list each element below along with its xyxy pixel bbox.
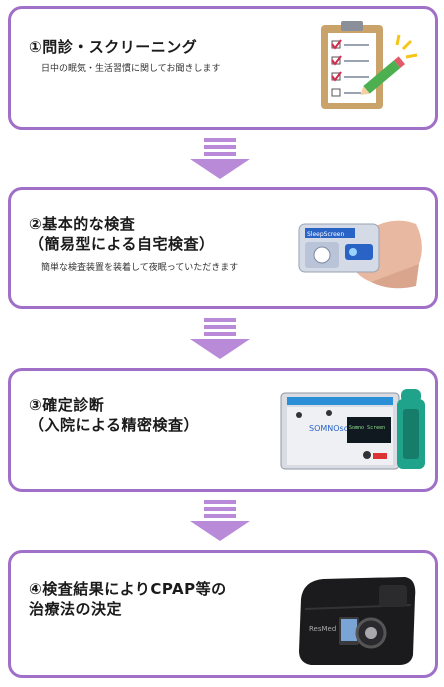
checklist-clipboard-icon — [321, 21, 418, 109]
home-test-device-icon: SleepScreen — [298, 220, 422, 289]
down-arrow-3 — [190, 500, 250, 542]
down-arrow-1 — [190, 138, 250, 180]
step-2-card: ②基本的な検査 （簡易型による自宅検査） 簡単な検査装置を装着して夜眠っていただ… — [8, 187, 438, 309]
step-3-title: ③確定診断 （入院による精密検査） — [29, 396, 200, 434]
cpap-machine-icon: ResMed — [299, 577, 416, 665]
down-arrow-2 — [190, 318, 250, 360]
step-1-card: ①問診・スクリーニング 日中の眠気・生活習慣に関してお聞きします — [8, 6, 438, 130]
home-test-device-label: SleepScreen — [307, 231, 344, 238]
step-4-title: ④検査結果によりCPAP等の 治療法の決定 — [29, 580, 227, 618]
step-4-card: ④検査結果によりCPAP等の 治療法の決定 ResMed — [8, 550, 438, 678]
step-2-title: ②基本的な検査 （簡易型による自宅検査） — [29, 215, 215, 253]
somno-screen-text: Somno Screen — [349, 425, 385, 431]
step-1-description: 日中の眠気・生活習慣に関してお聞きします — [41, 64, 221, 74]
somnoscreen-device-icon: SOMNOscreen Somno Screen — [280, 389, 425, 470]
cpap-brand-label: ResMed — [309, 625, 336, 633]
step-3-card: ③確定診断 （入院による精密検査） SOMNOscreen Somno Scre… — [8, 368, 438, 492]
step-1-title: ①問診・スクリーニング — [29, 38, 198, 56]
step-2-description: 簡単な検査装置を装着して夜眠っていただきます — [41, 263, 239, 273]
somno-brand-label: SOMNOscreen — [309, 424, 366, 433]
